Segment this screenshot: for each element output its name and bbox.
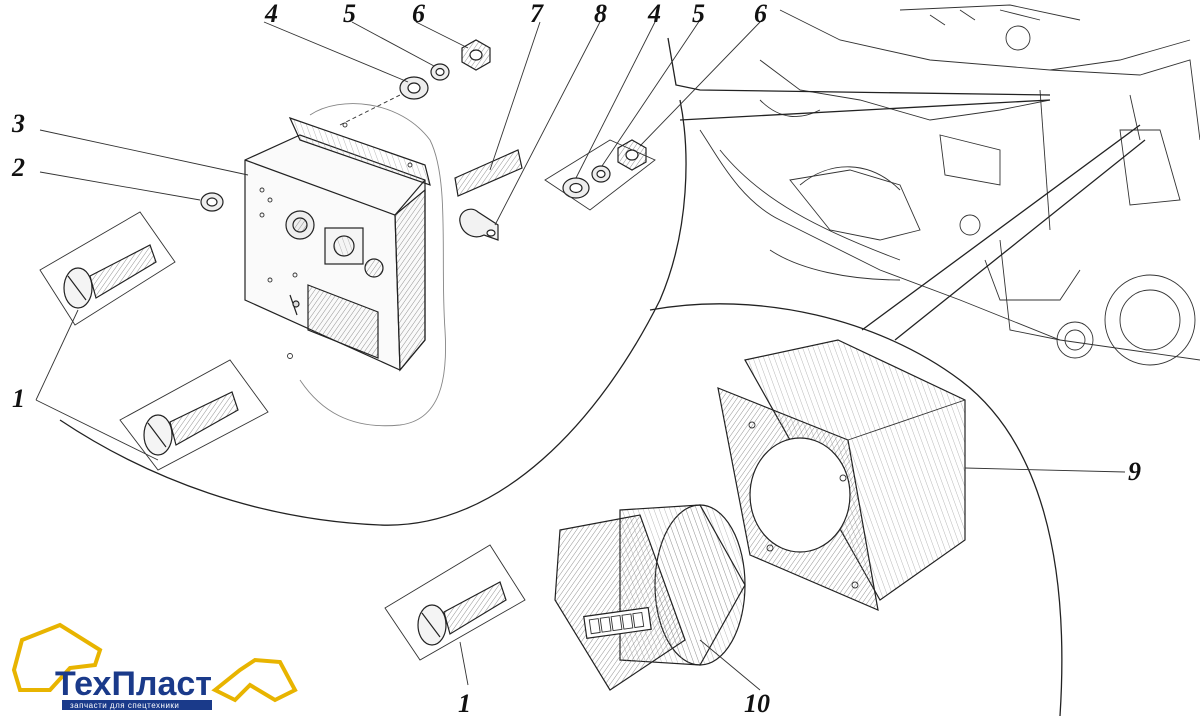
instrument-box — [244, 116, 431, 372]
logo-name: ТехПласт — [55, 665, 212, 703]
washer-2 — [200, 192, 224, 212]
screw-1-top — [39, 211, 176, 326]
excavator-bucket-icon — [11, 622, 103, 692]
fasteners-right — [544, 139, 656, 211]
brand-logo: ТехПласт запчасти для спецтехники — [11, 622, 298, 710]
callout-8: 8 — [594, 0, 607, 28]
callout-5-top: 5 — [343, 0, 356, 28]
fasteners-top-left — [339, 39, 491, 126]
leader-lines — [667, 37, 1146, 341]
screw-1-lower — [384, 544, 526, 661]
housing-9 — [717, 339, 966, 611]
detail-boundary — [59, 99, 1063, 716]
callout-2: 2 — [11, 153, 25, 182]
callout-1-bottom: 1 — [458, 689, 471, 716]
logo-tagline: запчасти для спецтехники — [70, 701, 179, 710]
callout-7: 7 — [530, 0, 544, 28]
vehicle-background — [699, 4, 1200, 366]
callout-9: 9 — [1128, 457, 1141, 486]
hour-meter-10 — [554, 504, 746, 691]
callout-6-top: 6 — [412, 0, 425, 28]
mounting-plate — [299, 103, 446, 427]
callout-4-right: 4 — [647, 0, 661, 28]
callout-3: 3 — [11, 109, 25, 138]
callout-4-top: 4 — [264, 0, 278, 28]
callout-labels: 4 5 6 7 8 4 5 6 3 2 1 9 10 1 — [11, 0, 1141, 716]
callout-5-right: 5 — [692, 0, 705, 28]
callout-6-right: 6 — [754, 0, 767, 28]
excavator-arm-icon — [211, 657, 298, 703]
callout-1-left: 1 — [12, 384, 25, 413]
clamp-8 — [459, 208, 499, 241]
screw-1-bottom — [119, 359, 269, 471]
callout-10: 10 — [744, 689, 770, 716]
label-plate-7 — [454, 149, 523, 197]
callout-leaders — [35, 19, 1126, 691]
